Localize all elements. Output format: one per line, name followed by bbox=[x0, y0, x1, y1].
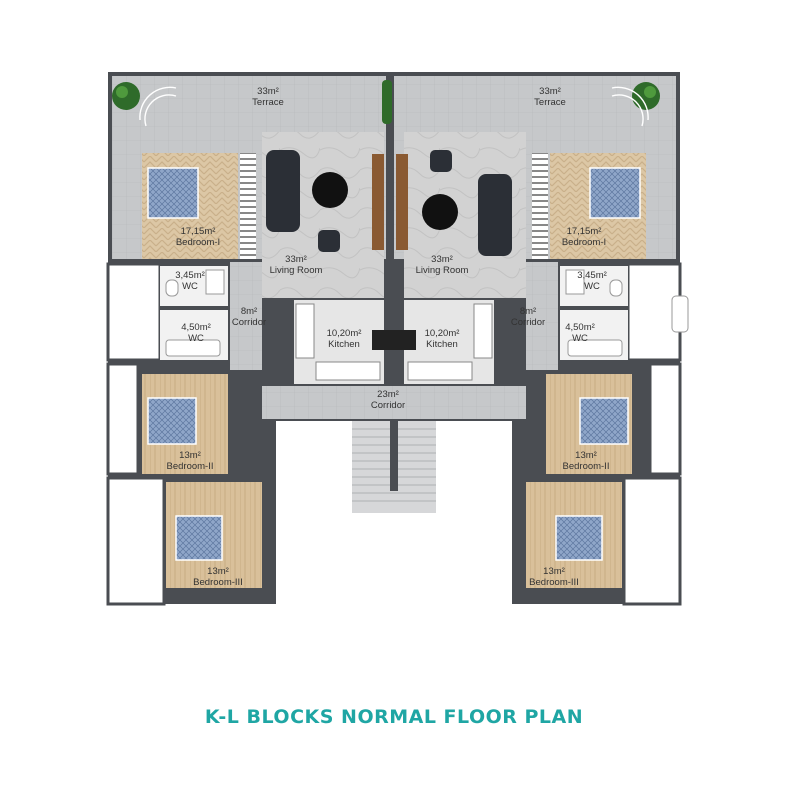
plan-caption: K-L BLOCKS NORMAL FLOOR PLAN bbox=[204, 706, 584, 728]
